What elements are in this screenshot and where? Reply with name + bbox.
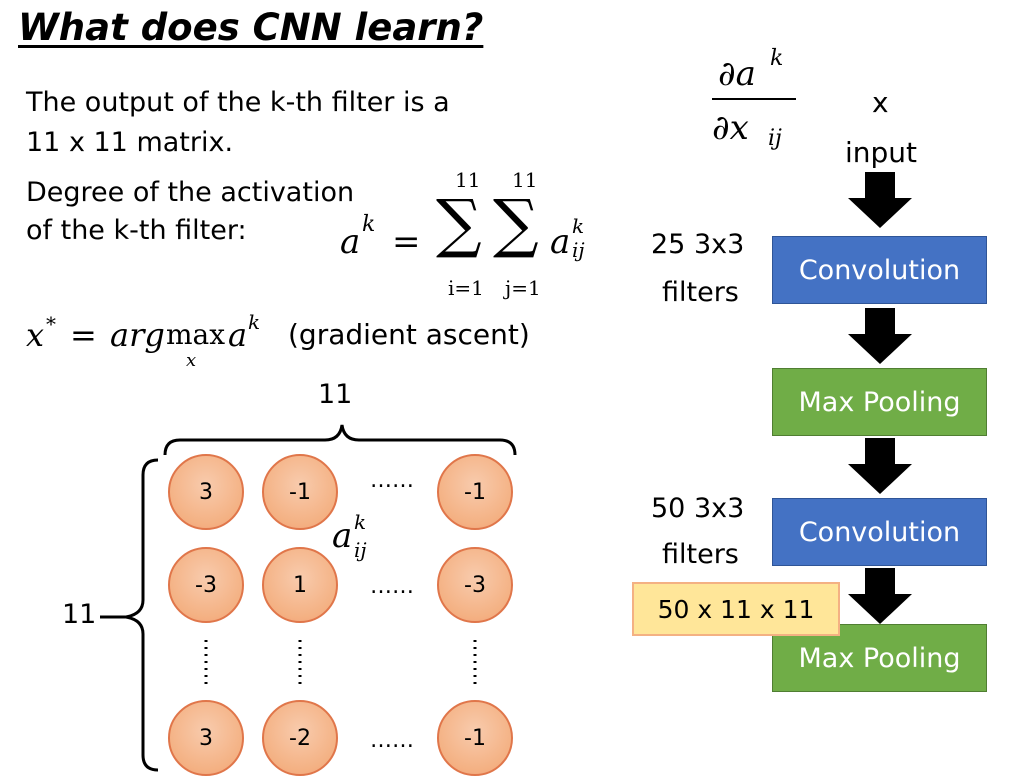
explanation-line-1: The output of the k-th filter is a [26, 87, 450, 118]
neuron-3-1: 3 [168, 700, 244, 776]
formula-term-sup: k [572, 214, 585, 238]
argmax-arg-sup: k [248, 310, 261, 334]
neuron-1-1: 3 [168, 454, 244, 530]
down-arrow-2 [848, 308, 912, 364]
derivative-expression: ∂a k ∂x ij [710, 46, 810, 166]
element-label-sub: ij [354, 538, 367, 562]
hdots-row3: …… [370, 728, 414, 753]
left-brace [125, 458, 159, 772]
neuron-2-3: -3 [437, 547, 513, 623]
argmax-equals: = [70, 316, 97, 354]
top-brace [163, 424, 517, 456]
page-title: What does CNN learn? [18, 6, 484, 49]
neuron-1-2: -1 [262, 454, 338, 530]
sum1-upper: 11 [455, 168, 481, 192]
argmax-lhs-sup: * [46, 312, 56, 336]
formula-equals: = [392, 222, 421, 262]
hdots-row1: …… [370, 468, 414, 493]
down-arrow-4 [848, 568, 912, 624]
neuron-3-2: -2 [262, 700, 338, 776]
matrix-height-label: 11 [62, 599, 97, 630]
formula-term-sub: ij [572, 238, 585, 262]
explanation-line-3: Degree of the activation [26, 177, 355, 208]
conv2-block: Convolution [772, 498, 987, 566]
neuron-2-2: 1 [262, 547, 338, 623]
formula-lhs-sup: k [362, 212, 376, 237]
down-arrow-1 [848, 172, 912, 228]
sum2-upper: 11 [512, 168, 538, 192]
sum2-sigma: ∑ [493, 187, 539, 261]
derivative-numerator-sup: k [770, 46, 784, 71]
matrix-width-label: 11 [318, 379, 353, 410]
activation-formula: a k = 11 ∑ i=1 11 ∑ j=1 a k ij [340, 168, 610, 308]
input-var: x [872, 86, 889, 119]
argmax-arg: a [228, 316, 248, 354]
layer2-filters-label: filters [662, 539, 739, 570]
gradient-ascent-note: (gradient ascent) [288, 318, 530, 351]
hdots-row2: …… [370, 574, 414, 599]
explanation-line-4: of the k-th filter: [26, 215, 247, 246]
formula-lhs: a [340, 222, 361, 262]
neuron-2-1: -3 [168, 547, 244, 623]
argmax-func: arg [110, 316, 165, 354]
derivative-numerator: ∂a [718, 54, 756, 94]
layer1-filters-label: filters [662, 277, 739, 308]
element-label: a k ij [332, 510, 402, 576]
sum2-lower: j=1 [505, 276, 541, 300]
element-label-sup: k [354, 510, 367, 534]
layer1-filters-count: 25 3x3 [651, 229, 745, 260]
argmax-max: max [166, 318, 226, 351]
input-label: input [845, 136, 918, 169]
sum1-sigma: ∑ [436, 187, 482, 261]
sum1-lower: i=1 [448, 276, 484, 300]
argmax-lhs: x [26, 316, 45, 354]
argmax-formula: x * = arg max x a k (gradient ascent) [26, 310, 586, 376]
layer2-filters-count: 50 3x3 [651, 493, 745, 524]
neuron-3-3: -1 [437, 700, 513, 776]
argmax-max-sub: x [186, 350, 197, 371]
derivative-denominator-sub: ij [768, 126, 782, 151]
explanation-line-2: 11 x 11 matrix. [26, 127, 234, 158]
derivative-denominator: ∂x [712, 108, 749, 148]
formula-term: a [550, 222, 571, 262]
output-shape-badge: 50 x 11 x 11 [632, 582, 840, 636]
element-label-base: a [332, 516, 353, 556]
down-arrow-3 [848, 438, 912, 494]
pool1-block: Max Pooling [772, 368, 987, 436]
neuron-1-3: -1 [437, 454, 513, 530]
conv1-block: Convolution [772, 236, 987, 304]
